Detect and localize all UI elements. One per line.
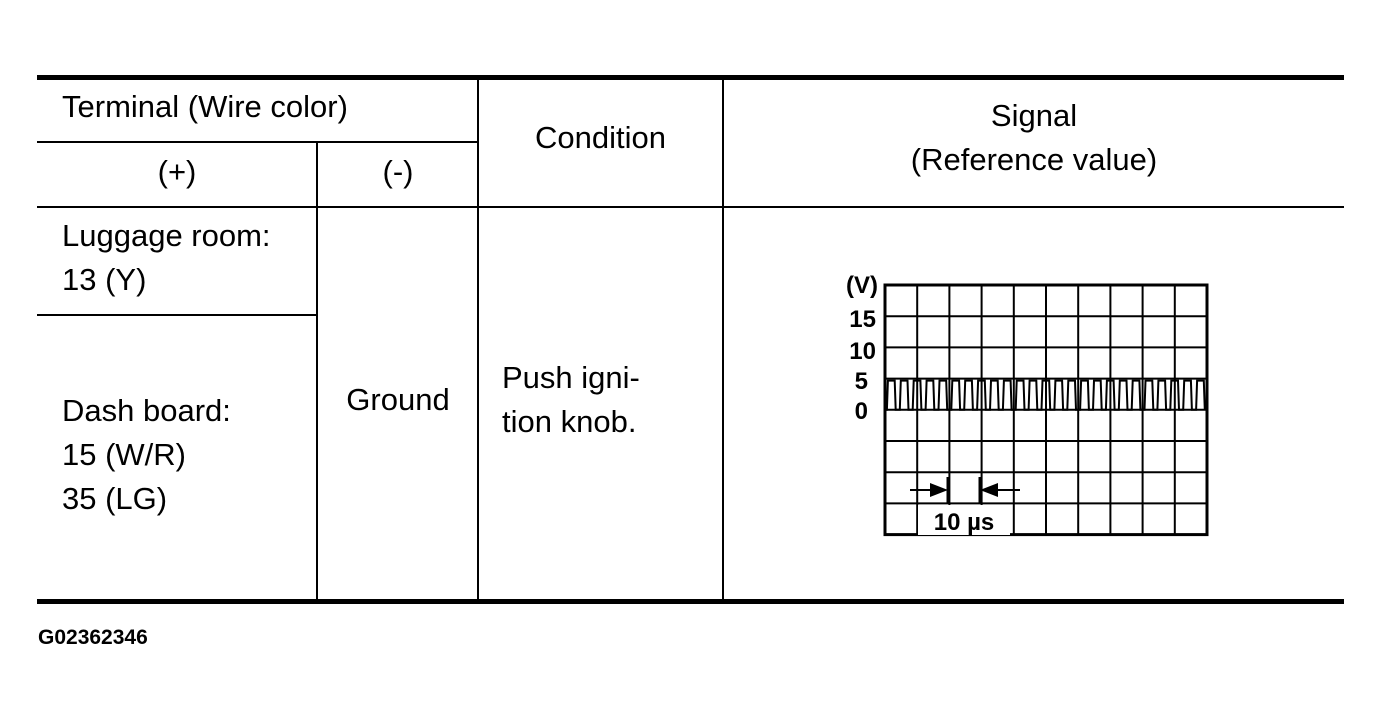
y-tick-5: 5 xyxy=(855,368,868,395)
column-divider-terminal-condition xyxy=(477,78,479,601)
pulse-trace xyxy=(885,379,1206,411)
y-tick-10: 10 xyxy=(849,338,876,365)
terminal-header: Terminal (Wire color) xyxy=(62,89,348,124)
waveform-grid xyxy=(883,283,1209,537)
row-divider xyxy=(37,314,318,316)
column-divider-condition-signal xyxy=(722,78,724,601)
plus-header: (+) xyxy=(157,154,197,189)
condition-push-ignition-knob: Push igni- tion knob. xyxy=(502,360,640,439)
time-division-marker: 10 µs xyxy=(910,477,1020,536)
waveform-axis-labels: (V) 15 10 5 0 xyxy=(846,272,878,425)
table-bottom-rule xyxy=(37,599,1344,604)
signal-header: Signal (Reference value) xyxy=(910,98,1158,177)
figure-id: G02362346 xyxy=(38,626,148,649)
minus-terminal-ground: Ground xyxy=(346,382,450,417)
time-division-label: 10 µs xyxy=(934,509,995,536)
y-tick-15: 15 xyxy=(849,306,876,333)
minus-header: (-) xyxy=(382,154,414,189)
terminal-header-divider xyxy=(37,141,478,143)
signal-waveform: (V) 15 10 5 0 10 µs xyxy=(846,272,1209,537)
voltage-unit-label: (V) xyxy=(846,272,878,299)
plus-terminal-luggage-room: Luggage room: 13 (Y) xyxy=(62,218,271,297)
condition-header: Condition xyxy=(535,120,666,155)
y-tick-0: 0 xyxy=(855,398,868,425)
column-divider-plus-minus xyxy=(316,141,318,601)
table-top-rule xyxy=(37,75,1344,80)
header-bottom-rule xyxy=(37,206,1344,208)
plus-terminal-dash-board: Dash board: 15 (W/R) 35 (LG) xyxy=(62,393,231,516)
